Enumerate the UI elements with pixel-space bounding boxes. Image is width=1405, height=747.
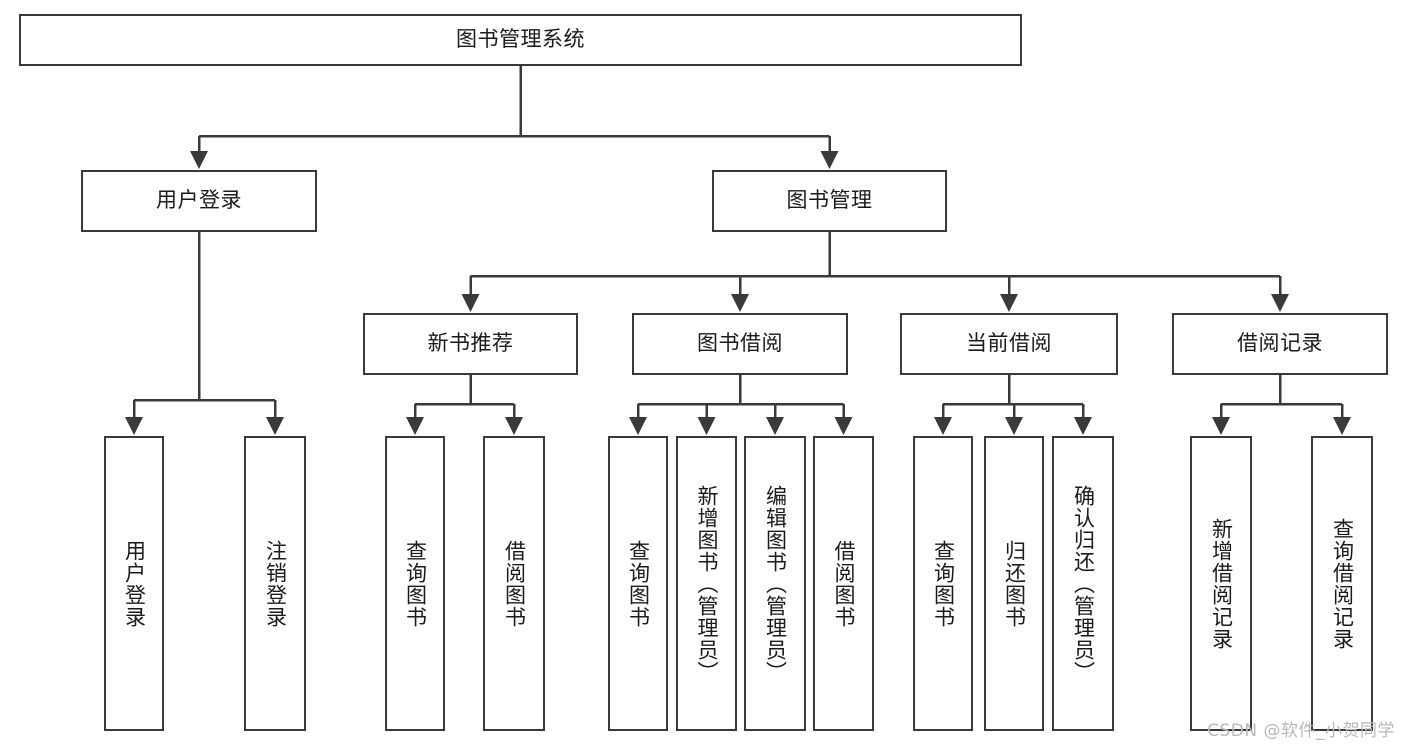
node-l_qbook3[interactable]: 查询图书 — [913, 436, 973, 731]
node-root[interactable]: 图书管理系统 — [19, 14, 1022, 66]
node-l_qbook1[interactable]: 查询图书 — [385, 436, 445, 731]
node-label: 查询图书 — [626, 539, 651, 628]
node-label: 归还图书 — [1002, 539, 1027, 628]
node-label: 查询图书 — [931, 539, 956, 628]
node-l_return[interactable]: 归还图书 — [984, 436, 1044, 731]
node-borrow[interactable]: 图书借阅 — [632, 313, 848, 375]
node-l_logout[interactable]: 注销登录 — [244, 436, 306, 731]
node-current[interactable]: 当前借阅 — [900, 313, 1118, 375]
node-label: 用户登录 — [122, 539, 147, 628]
arrowhead-bookmgmt — [820, 151, 839, 169]
arrowhead-l_bbook1 — [505, 417, 523, 435]
arrowhead-l_qbook3 — [934, 417, 952, 435]
node-label: 编辑图书（管理员） — [763, 484, 788, 683]
arrowhead-l_addbook — [697, 417, 716, 435]
arrowhead-borrow — [731, 294, 749, 312]
node-newbook[interactable]: 新书推荐 — [363, 313, 578, 375]
node-label: 确认归还（管理员） — [1071, 484, 1096, 683]
arrowhead-record — [1271, 294, 1289, 312]
node-label: 用户登录 — [156, 188, 242, 213]
node-label: 查询图书 — [403, 539, 428, 628]
node-record[interactable]: 借阅记录 — [1172, 313, 1388, 375]
node-l_login[interactable]: 用户登录 — [104, 436, 164, 731]
arrowhead-l_logout — [266, 417, 284, 435]
node-label: 图书管理系统 — [456, 27, 585, 52]
node-label: 新增图书（管理员） — [694, 484, 719, 683]
node-label: 查询借阅记录 — [1330, 517, 1355, 650]
node-label: 借阅图书 — [831, 539, 856, 628]
arrowhead-l_confirm — [1074, 417, 1092, 435]
node-label: 借阅记录 — [1237, 331, 1323, 356]
node-l_addrec[interactable]: 新增借阅记录 — [1190, 436, 1252, 731]
arrowhead-l_qrec — [1333, 417, 1351, 435]
arrowhead-l_addrec — [1212, 417, 1230, 435]
node-l_bbook2[interactable]: 借阅图书 — [813, 436, 874, 731]
node-label: 图书借阅 — [697, 331, 783, 356]
node-label: 图书管理 — [786, 188, 873, 213]
arrowhead-l_return — [1005, 417, 1023, 435]
node-bookmgmt[interactable]: 图书管理 — [712, 170, 947, 232]
node-l_bbook1[interactable]: 借阅图书 — [483, 436, 545, 731]
arrowhead-current — [1000, 294, 1018, 312]
node-label: 当前借阅 — [966, 331, 1052, 356]
arrowhead-login — [190, 151, 208, 169]
node-login[interactable]: 用户登录 — [81, 170, 317, 232]
node-l_qrec[interactable]: 查询借阅记录 — [1311, 436, 1373, 731]
arrowhead-l_qbook1 — [406, 417, 424, 435]
node-label: 注销登录 — [263, 539, 288, 628]
arrowhead-l_qbook2 — [629, 417, 647, 435]
node-l_confirm[interactable]: 确认归还（管理员） — [1052, 436, 1114, 731]
arrowhead-newbook — [461, 294, 480, 312]
node-label: 新书推荐 — [427, 331, 514, 356]
arrowhead-l_login — [125, 417, 143, 435]
arrowhead-l_bbook2 — [834, 417, 853, 435]
node-l_addbook[interactable]: 新增图书（管理员） — [676, 436, 737, 731]
node-l_qbook2[interactable]: 查询图书 — [608, 436, 668, 731]
arrowhead-l_editbook — [766, 417, 784, 435]
node-label: 新增借阅记录 — [1209, 517, 1234, 650]
node-l_editbook[interactable]: 编辑图书（管理员） — [744, 436, 806, 731]
node-label: 借阅图书 — [502, 539, 527, 628]
